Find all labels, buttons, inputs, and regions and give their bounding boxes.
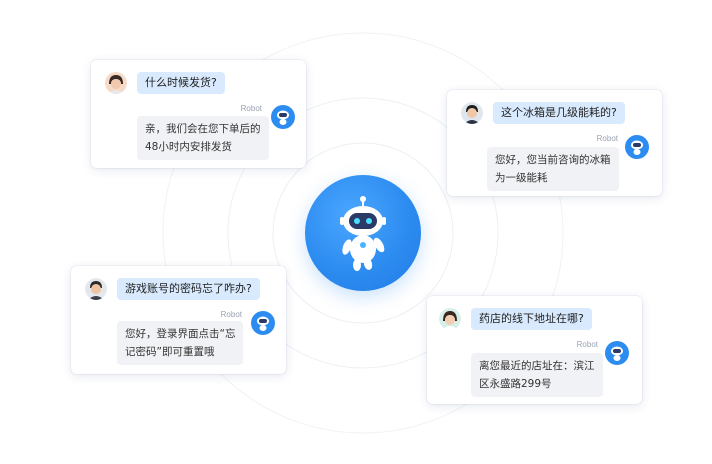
question-bubble: 什么时候发货? [137,72,225,94]
answer-line: 亲，我们会在您下单后的 [145,123,261,135]
chat-card-store-address: 药店的线下地址在哪? Robot 离您最近的店址在：滨江 区永盛路299号 [427,296,642,404]
answer-line: 为一级能耗 [495,172,548,184]
robot-badge-icon [611,346,623,361]
answer-bubble: 您好，登录界面点击“忘 记密码”即可重置哦 [117,321,244,365]
robot-label: Robot [220,310,242,319]
robot-badge [251,311,275,335]
answer-line: 您好，登录界面点击“忘 [125,328,236,340]
user-avatar [461,102,483,124]
robot-label: Robot [240,104,262,113]
question-row: 药店的线下地址在哪? [439,308,592,330]
robot-icon [340,196,386,271]
user-avatar [105,72,127,94]
user-avatar [85,278,107,300]
central-robot [305,175,421,291]
chat-card-fridge: 这个冰箱是几级能耗的? Robot 您好，您当前咨询的冰箱 为一级能耗 [447,90,662,196]
answer-line: 区永盛路299号 [479,378,552,390]
chat-card-delivery: 什么时候发货? Robot 亲，我们会在您下单后的 48小时内安排发货 [91,60,306,168]
user-avatar [439,308,461,330]
answer-bubble: 离您最近的店址在：滨江 区永盛路299号 [471,353,603,397]
robot-label: Robot [576,340,598,349]
answer-line: 记密码”即可重置哦 [125,346,215,358]
answer-line: 48小时内安排发货 [145,141,232,153]
question-row: 游戏账号的密码忘了咋办? [85,278,260,300]
answer-bubble: 亲，我们会在您下单后的 48小时内安排发货 [137,116,269,160]
robot-badge [605,341,629,365]
answer-line: 您好，您当前咨询的冰箱 [495,154,611,166]
robot-badge [271,105,295,129]
robot-badge-icon [277,110,289,125]
question-bubble: 这个冰箱是几级能耗的? [493,102,625,124]
question-bubble: 药店的线下地址在哪? [471,308,592,330]
answer-line: 离您最近的店址在：滨江 [479,360,595,372]
chat-card-password: 游戏账号的密码忘了咋办? Robot 您好，登录界面点击“忘 记密码”即可重置哦 [71,266,286,374]
robot-badge [625,135,649,159]
question-row: 什么时候发货? [105,72,225,94]
robot-badge-icon [631,140,643,155]
robot-badge-icon [257,316,269,331]
robot-label: Robot [596,134,618,143]
question-bubble: 游戏账号的密码忘了咋办? [117,278,260,300]
question-row: 这个冰箱是几级能耗的? [461,102,625,124]
answer-bubble: 您好，您当前咨询的冰箱 为一级能耗 [487,147,619,191]
